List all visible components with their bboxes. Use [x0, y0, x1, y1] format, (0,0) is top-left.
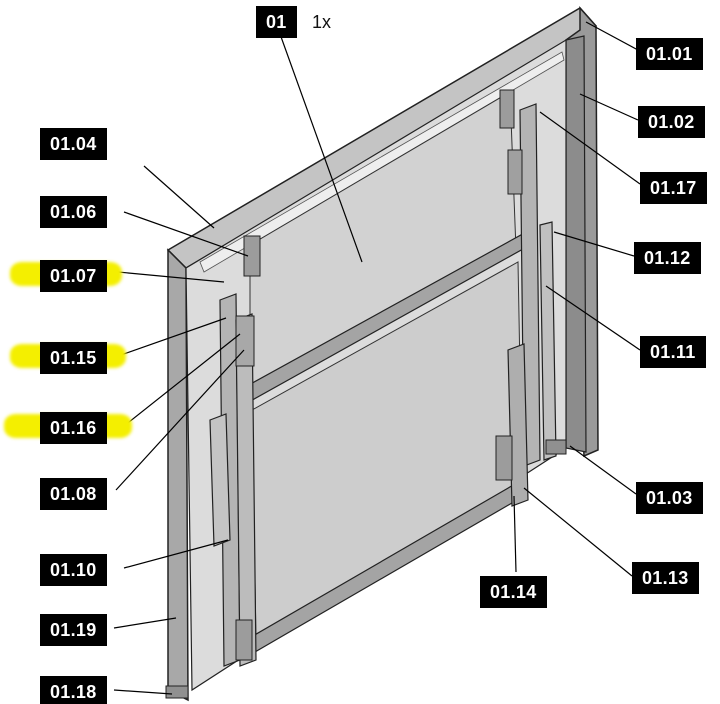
part-label-01-14[interactable]: 01.14 [480, 576, 547, 608]
leader-01-08 [115, 349, 245, 491]
leader-01-06 [123, 211, 249, 257]
leader-01-12 [553, 231, 635, 257]
hinge-top-right [499, 89, 515, 129]
part-label-01-17[interactable]: 01.17 [640, 172, 707, 204]
part-label-01-04[interactable]: 01.04 [40, 128, 107, 160]
part-label-01-12[interactable]: 01.12 [634, 242, 701, 274]
part-label-01-06[interactable]: 01.06 [40, 196, 107, 228]
frame-left-post [167, 248, 189, 702]
leader-01-13 [523, 487, 633, 577]
part-label-01-08[interactable]: 01.08 [40, 478, 107, 510]
leader-01-07 [117, 271, 225, 283]
foot-left [165, 685, 189, 699]
leader-01-17 [539, 111, 641, 185]
part-label-01-16[interactable]: 01.16 [40, 412, 107, 444]
hinge-top-left [243, 235, 261, 277]
leader-01-18 [113, 689, 173, 695]
part-label-01-01[interactable]: 01.01 [636, 38, 703, 70]
leader-01 [279, 33, 363, 263]
assembly-quantity: 1x [312, 12, 332, 32]
foot-right [545, 439, 567, 455]
leader-01-19 [113, 617, 177, 629]
part-label-01-11[interactable]: 01.11 [640, 336, 706, 368]
part-label-01-13[interactable]: 01.13 [632, 562, 699, 594]
leader-01-10 [123, 539, 229, 569]
leader-01-01 [585, 21, 639, 51]
leader-01-15 [117, 317, 227, 357]
leader-01-03 [569, 445, 637, 495]
leader-01-11 [545, 285, 641, 351]
bracket-right-mid [507, 149, 523, 195]
assembly-label[interactable]: 01 [256, 6, 297, 38]
frame-right-inner [565, 35, 587, 453]
part-label-01-18[interactable]: 01.18 [40, 676, 107, 704]
leader-01-14 [513, 495, 517, 573]
left-rail-front [235, 313, 257, 667]
left-rail-lower [209, 413, 231, 547]
part-label-01-15[interactable]: 01.15 [40, 342, 107, 374]
leader-01-04 [143, 165, 215, 229]
part-label-01-03[interactable]: 01.03 [636, 482, 703, 514]
part-label-01-10[interactable]: 01.10 [40, 554, 107, 586]
hinge-bottom-left [235, 619, 253, 661]
bracket-left-mid [235, 315, 255, 367]
inner-top-edge [199, 51, 565, 273]
hinge-bottom-right [495, 435, 513, 481]
leader-01-02 [579, 93, 639, 121]
right-rail-lower [539, 221, 557, 461]
right-rail-front [507, 343, 529, 507]
leader-01-16 [123, 333, 241, 427]
part-label-01-02[interactable]: 01.02 [638, 106, 705, 138]
part-label-01-07[interactable]: 01.07 [40, 260, 107, 292]
part-label-01-19[interactable]: 01.19 [40, 614, 107, 646]
